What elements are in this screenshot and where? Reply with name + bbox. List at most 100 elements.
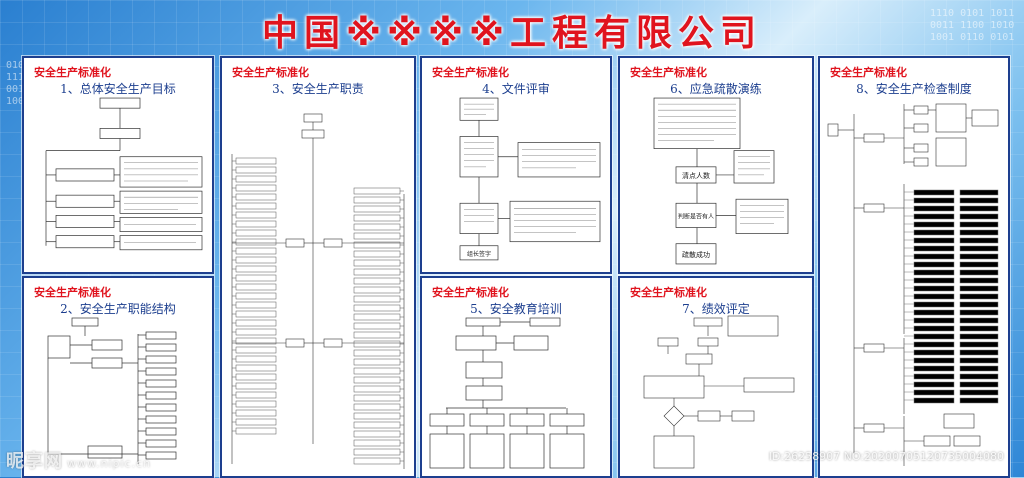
flow-box (353, 232, 401, 240)
flow-box (353, 196, 401, 204)
flow-box (353, 439, 401, 447)
flow-box (913, 325, 955, 332)
flow-box (959, 309, 999, 316)
p6-judge-node: 判断是否有人 (678, 212, 714, 220)
flow-box (353, 394, 401, 402)
panel-emergency-drill: 安全生产标准化 6、应急疏散演练 清点人数 (618, 56, 814, 274)
flow-box (353, 385, 401, 393)
flow-box (353, 268, 401, 276)
flow-box (235, 274, 277, 282)
flow-box (235, 391, 277, 399)
flowchart: 清点人数 判断是否有人 疏散成功 (624, 94, 808, 268)
flow-box (959, 221, 999, 228)
flow-box (353, 313, 401, 321)
flow-box (959, 317, 999, 324)
flow-box (235, 247, 277, 255)
flow-box (235, 409, 277, 417)
flow-box (353, 187, 401, 195)
flow-box (235, 364, 277, 372)
panel-header: 安全生产标准化 (630, 66, 707, 79)
panel-function-structure: 安全生产标准化 2、安全生产职能结构 (22, 276, 214, 478)
flow-box (235, 202, 277, 210)
flow-box (235, 292, 277, 300)
flow-box (959, 325, 999, 332)
flow-box (353, 277, 401, 285)
panel-header: 安全生产标准化 (34, 286, 111, 299)
panel-header: 安全生产标准化 (830, 66, 907, 79)
flow-box (913, 333, 955, 340)
flow-box (913, 245, 955, 252)
flow-box (913, 349, 955, 356)
page-title: 中国※※※※工程有限公司 (262, 13, 762, 54)
flowchart (28, 314, 208, 472)
flow-box (913, 277, 955, 284)
flow-box (235, 310, 277, 318)
flow-box (959, 397, 999, 404)
flow-box (235, 157, 277, 165)
flow-box (235, 355, 277, 363)
flow-box (913, 317, 955, 324)
flow-box (959, 189, 999, 196)
flow-box (913, 197, 955, 204)
panel-title: 3、安全生产职责 (272, 82, 364, 96)
flow-box (959, 269, 999, 276)
flowchart (426, 314, 606, 472)
background-digits: 1110 0101 1011 0011 1100 1010 1001 0110 … (930, 8, 1015, 43)
flow-box (959, 237, 999, 244)
flow-box (913, 269, 955, 276)
flow-box (959, 365, 999, 372)
flow-box (959, 349, 999, 356)
flowchart (28, 94, 208, 268)
flow-box (913, 341, 955, 348)
flow-box (959, 301, 999, 308)
flow-box (913, 365, 955, 372)
flow-box (235, 427, 277, 435)
panel-title: 5、安全教育培训 (470, 302, 562, 316)
panel-education-training: 安全生产标准化 5、安全教育培训 (420, 276, 612, 478)
flow-box (353, 403, 401, 411)
flow-box (959, 333, 999, 340)
flow-box (913, 261, 955, 268)
flow-box (353, 412, 401, 420)
flow-box (353, 376, 401, 384)
flow-box (913, 213, 955, 220)
flow-box (913, 389, 955, 396)
flow-box (353, 358, 401, 366)
flow-box (235, 301, 277, 309)
watermark-url: www.nipic.cn (67, 457, 152, 470)
flow-box (913, 373, 955, 380)
flowchart: 组长签字 (426, 94, 606, 268)
flow-box (959, 357, 999, 364)
flow-box (353, 286, 401, 294)
flow-box (353, 331, 401, 339)
flow-box (235, 418, 277, 426)
flow-box (235, 400, 277, 408)
flow-box (913, 301, 955, 308)
flow-box (353, 250, 401, 258)
panel-title: 7、绩效评定 (682, 302, 750, 316)
flowchart (624, 314, 808, 472)
flow-box (959, 341, 999, 348)
flow-box (913, 253, 955, 260)
flow-box (235, 382, 277, 390)
panel-title: 2、安全生产职能结构 (60, 302, 176, 316)
flow-box (235, 256, 277, 264)
flow-box (235, 238, 277, 246)
flow-box (959, 373, 999, 380)
flow-box (235, 175, 277, 183)
flow-box (235, 283, 277, 291)
flow-box (959, 229, 999, 236)
panel-header: 安全生产标准化 (630, 286, 707, 299)
flow-box (235, 211, 277, 219)
flow-box (353, 349, 401, 357)
panel-inspection-system: 安全生产标准化 8、安全生产检查制度 (818, 56, 1010, 478)
flow-box (913, 293, 955, 300)
flowchart (226, 94, 410, 472)
flow-box (353, 322, 401, 330)
flow-box (235, 265, 277, 273)
panel-header: 安全生产标准化 (34, 66, 111, 79)
panel-header: 安全生产标准化 (232, 66, 309, 79)
flow-box (353, 367, 401, 375)
flow-box (959, 277, 999, 284)
